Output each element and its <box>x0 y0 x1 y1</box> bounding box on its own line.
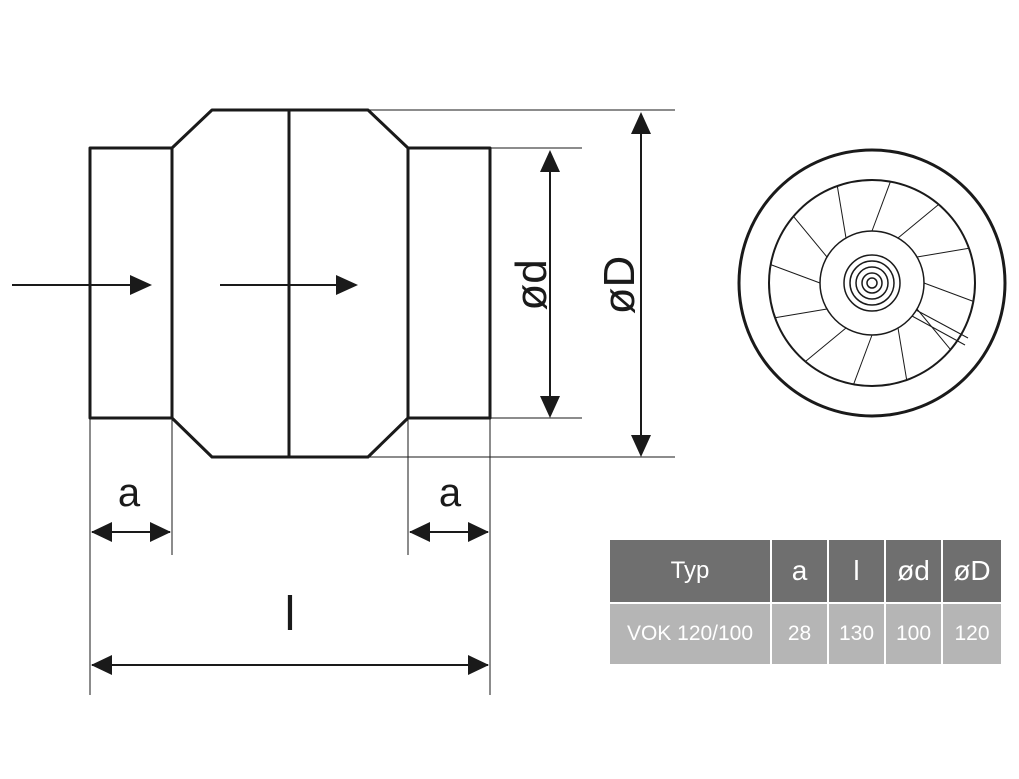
label-inner-diameter: ød <box>507 259 556 310</box>
hub-outer <box>819 230 925 336</box>
airflow-arrowhead-1 <box>130 275 152 295</box>
hub-ring-4 <box>861 272 883 294</box>
impeller-blade <box>916 308 951 350</box>
cell-d: 100 <box>886 604 943 664</box>
cell-l: 130 <box>829 604 886 664</box>
dim-arrow-l-2 <box>468 655 489 675</box>
inner-ring <box>768 179 976 387</box>
impeller-blades <box>770 181 974 385</box>
dim-arrow-D-top <box>631 112 651 134</box>
dim-arrow-a-right-2 <box>468 522 489 542</box>
label-length: l <box>285 588 296 641</box>
impeller-blade <box>871 181 891 232</box>
impeller-blade <box>770 264 821 284</box>
header-D: øD <box>943 540 1001 604</box>
dim-arrow-a-left-1 <box>91 522 112 542</box>
label-a-right: a <box>439 471 462 515</box>
impeller-blade <box>805 327 847 362</box>
impeller-blade <box>774 308 828 319</box>
airflow-arrowhead-2 <box>336 275 358 295</box>
dim-arrow-D-bottom <box>631 435 651 457</box>
front-view <box>737 148 1007 418</box>
cell-D: 120 <box>943 604 1001 664</box>
header-l: l <box>829 540 886 604</box>
impeller-blade <box>853 334 873 385</box>
table-header-row: Typ a l ød øD <box>610 540 1001 604</box>
dim-arrow-d-top <box>540 150 560 172</box>
dim-arrow-d-bottom <box>540 396 560 418</box>
impeller-blade <box>897 327 908 381</box>
hub-ring-5 <box>866 277 878 289</box>
dim-arrow-a-right-1 <box>409 522 430 542</box>
cell-a: 28 <box>772 604 829 664</box>
right-collar <box>406 146 492 420</box>
label-outer-diameter: øD <box>595 256 644 315</box>
header-a: a <box>772 540 829 604</box>
impeller-blade <box>923 282 974 302</box>
side-view <box>12 108 675 695</box>
dim-arrow-l-1 <box>91 655 112 675</box>
label-a-left: a <box>118 471 141 515</box>
hub-ring-1 <box>843 254 901 312</box>
outer-ring <box>737 148 1007 418</box>
header-d: ød <box>886 540 943 604</box>
table-row: VOK 120/100 28 130 100 120 <box>610 604 1001 664</box>
hub-ring-3 <box>855 266 889 300</box>
impeller-blade <box>897 204 939 239</box>
cell-typ: VOK 120/100 <box>610 604 772 664</box>
header-typ: Typ <box>610 540 772 604</box>
impeller-strut-1 <box>911 315 966 346</box>
impeller-blade <box>916 247 970 258</box>
hub-ring-2 <box>849 260 895 306</box>
spec-table: Typ a l ød øD VOK 120/100 28 130 100 120 <box>610 540 1001 664</box>
impeller-strut-2 <box>915 309 969 339</box>
impeller-blade <box>836 185 847 239</box>
dim-arrow-a-left-2 <box>150 522 171 542</box>
impeller-blade <box>793 216 828 258</box>
